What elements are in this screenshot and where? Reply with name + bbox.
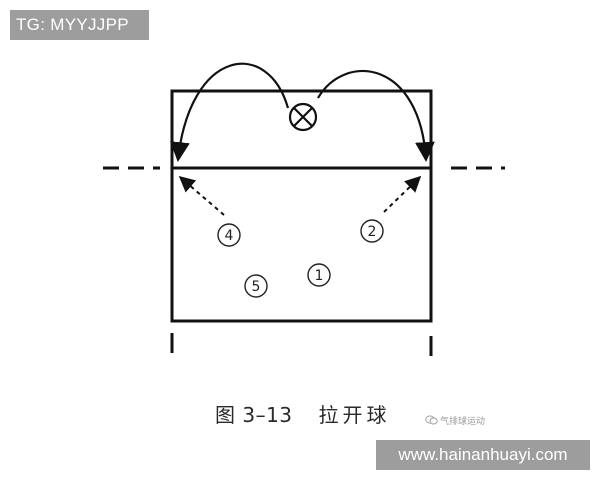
- player-1: 1: [307, 263, 331, 287]
- player-2: 2: [360, 219, 384, 243]
- figure-caption: 图 3–13 拉开球: [215, 399, 391, 428]
- ball-arc-right: [317, 69, 435, 162]
- player-4: 4: [217, 223, 241, 247]
- ball-arc-left: [170, 62, 290, 162]
- player-5-label: 5: [252, 279, 261, 295]
- player-4-label: 4: [225, 228, 234, 244]
- player-1-label: 1: [315, 268, 324, 284]
- wechat-account-name: 气排球运动: [440, 417, 486, 427]
- player-2-label: 2: [368, 224, 377, 240]
- player-5: 5: [244, 274, 268, 298]
- ball-icon: [288, 102, 318, 132]
- watermark-url: www.hainanhuayi.com: [376, 440, 590, 470]
- watermark-handle: TG: MYYJJPP: [10, 10, 149, 40]
- wechat-account: 气排球运动: [425, 414, 485, 427]
- figure-title: 拉开球: [318, 403, 391, 427]
- figure-number: 图 3–13: [215, 403, 293, 427]
- movement-arrow-player-4: [178, 175, 225, 216]
- movement-arrow-player-2: [383, 175, 422, 213]
- court-boundary: [170, 89, 433, 323]
- wechat-icon: [425, 415, 438, 425]
